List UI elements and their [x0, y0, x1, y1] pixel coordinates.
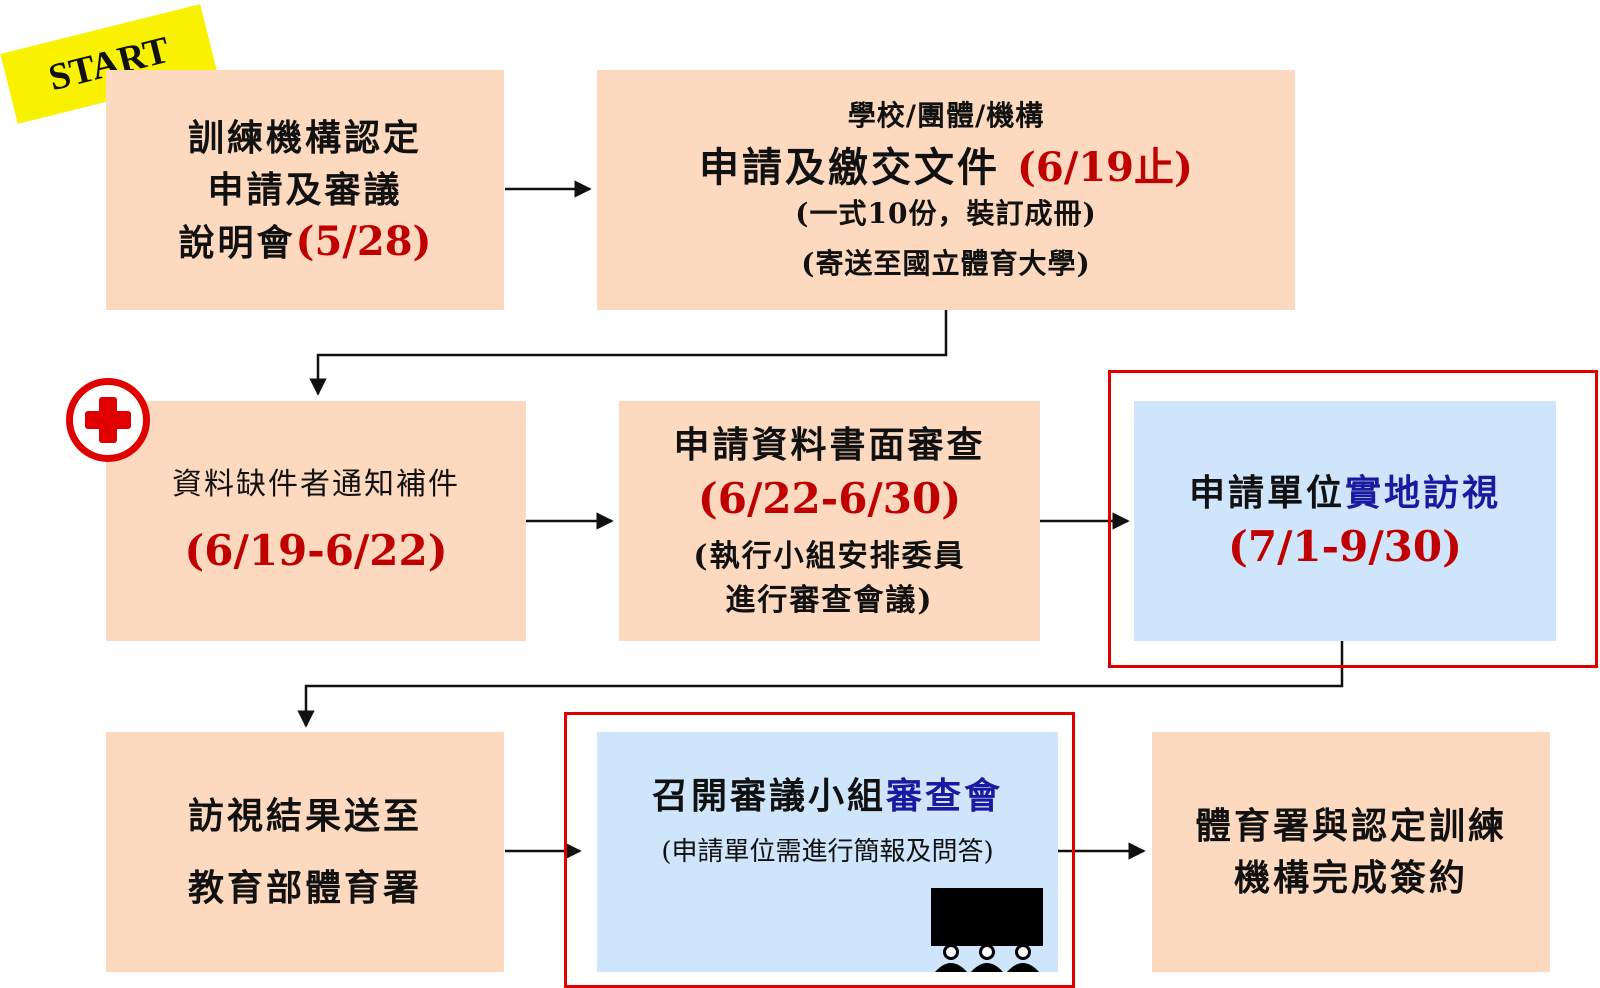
review-date: (6/22-6/30)	[697, 474, 962, 523]
report-line1: 訪視結果送至	[187, 795, 422, 837]
report-line2: 教育部體育署	[187, 867, 422, 909]
red-plus-icon	[66, 378, 150, 462]
meeting-prefix: 召開審議小組	[651, 775, 886, 817]
contract-line2: 機構完成簽約	[1233, 857, 1468, 899]
step-submit-documents: 學校/團體/機構 申請及繳交文件 (6/19止) (一式10份，裝訂成冊) (寄…	[597, 70, 1295, 310]
step-sign-contract: 體育署與認定訓練 機構完成簽約	[1152, 732, 1550, 972]
step-review-meeting: 召開審議小組審查會 (申請單位需進行簡報及問答)	[597, 732, 1058, 972]
site-visit-title-wrap: 申請單位實地訪視	[1189, 467, 1501, 519]
review-meeting-highlight-frame	[564, 712, 1075, 988]
meeting-title-wrap: 召開審議小組審查會	[652, 770, 1003, 822]
presentation-audience-icon	[931, 888, 1043, 972]
submitter-types: 學校/團體/機構	[847, 99, 1045, 132]
briefing-line3: 說明會	[178, 221, 296, 264]
site-visit-prefix: 申請單位	[1188, 472, 1345, 514]
submit-copies-note: (一式10份，裝訂成冊)	[795, 197, 1097, 230]
submit-main-wrap: 申請及繳交文件 (6/19止)	[699, 142, 1193, 194]
step-report-to-sports-admin: 訪視結果送至 教育部體育署	[106, 732, 504, 972]
briefing-line1: 訓練機構認定	[187, 116, 422, 159]
review-note-line1: (執行小組安排委員	[693, 539, 966, 574]
step-site-visit: 申請單位實地訪視 (7/1-9/30)	[1134, 401, 1556, 641]
briefing-date: (5/28)	[295, 217, 432, 265]
arrow-box5-box6	[297, 641, 1344, 728]
review-title: 申請資料書面審查	[673, 424, 986, 466]
submit-main: 申請及繳交文件	[699, 144, 1017, 191]
site-visit-highlight-frame	[1108, 370, 1598, 668]
submit-address-note: (寄送至國立體育大學)	[801, 247, 1091, 280]
review-note-line2: 進行審查會議)	[725, 583, 934, 618]
meeting-highlight: 審查會	[886, 775, 1004, 817]
site-visit-highlight: 實地訪視	[1345, 472, 1502, 514]
meeting-note: (申請單位需進行簡報及問答)	[661, 837, 994, 867]
contract-line1: 體育署與認定訓練	[1194, 805, 1507, 847]
site-visit-date: (7/1-9/30)	[1228, 522, 1462, 571]
submit-deadline: (6/19止)	[1016, 144, 1193, 191]
missing-docs-date: (6/19-6/22)	[184, 526, 448, 575]
briefing-line2: 申請及審議	[207, 168, 403, 211]
briefing-line3-wrap: 說明會(5/28)	[179, 216, 432, 269]
arrow-box2-box3	[309, 310, 948, 396]
missing-docs-text: 資料缺件者通知補件	[172, 467, 460, 502]
step-missing-documents: 資料缺件者通知補件 (6/19-6/22)	[106, 401, 526, 641]
step-document-review: 申請資料書面審查 (6/22-6/30) (執行小組安排委員 進行審查會議)	[619, 401, 1040, 641]
step-briefing-session: 訓練機構認定 申請及審議 說明會(5/28)	[106, 70, 504, 310]
